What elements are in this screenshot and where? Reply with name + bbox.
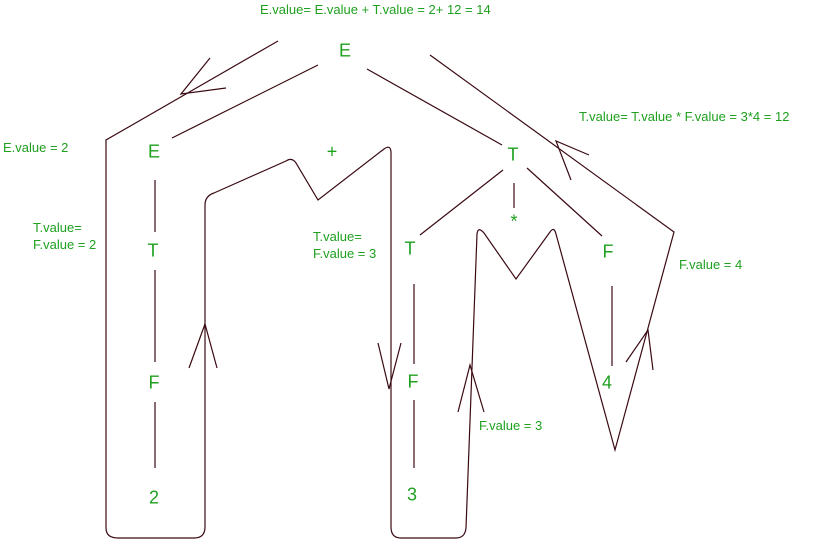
- arrow-head-top-left: [179, 57, 227, 95]
- annotation-e-left-value: E.value = 2: [3, 140, 69, 155]
- arrow-head-f-right-branch: [625, 328, 654, 371]
- node-f-left: F: [148, 372, 160, 393]
- node-t-right: T: [507, 144, 519, 165]
- edge-t-right-to-f-right: [526, 167, 603, 237]
- node-f-right: F: [602, 241, 614, 262]
- arrow-head-f-mid-branch: [457, 362, 485, 413]
- edge-root-to-t-right: [366, 68, 503, 146]
- node-plus: +: [326, 141, 338, 162]
- arrow-head-plus-branch: [377, 342, 402, 390]
- arrow-head-right-upper: [554, 139, 590, 181]
- arrow-head-left-branch: [188, 322, 218, 369]
- node-t-mid: T: [404, 238, 416, 259]
- annotation-t-left-value-line1: T.value=: [33, 220, 82, 235]
- node-num-4: 4: [601, 372, 613, 393]
- node-num-3: 3: [406, 484, 418, 505]
- node-e-left: E: [147, 141, 161, 162]
- edge-t-right-to-t-mid: [419, 169, 504, 236]
- node-e-root: E: [338, 40, 352, 61]
- traversal-contour: [105, 40, 675, 539]
- node-f-mid: F: [407, 371, 419, 392]
- node-num-2: 2: [148, 487, 160, 508]
- annotation-t-mid-value-line1: T.value=: [313, 229, 362, 244]
- annotation-f-right-value: F.value = 4: [679, 257, 743, 272]
- node-t-left: T: [147, 240, 159, 261]
- annotation-f-mid-value: F.value = 3: [479, 418, 543, 433]
- annotation-t-right-value: T.value= T.value * F.value = 3*4 = 12: [579, 109, 790, 124]
- node-star: *: [510, 211, 518, 232]
- annotation-e-root-value: E.value= E.value + T.value = 2+ 12 = 14: [260, 2, 491, 17]
- annotation-t-left-value-line2: F.value = 2: [33, 237, 97, 252]
- annotation-t-mid-value-line2: F.value = 3: [313, 246, 377, 261]
- edge-root-to-e-left: [171, 64, 319, 139]
